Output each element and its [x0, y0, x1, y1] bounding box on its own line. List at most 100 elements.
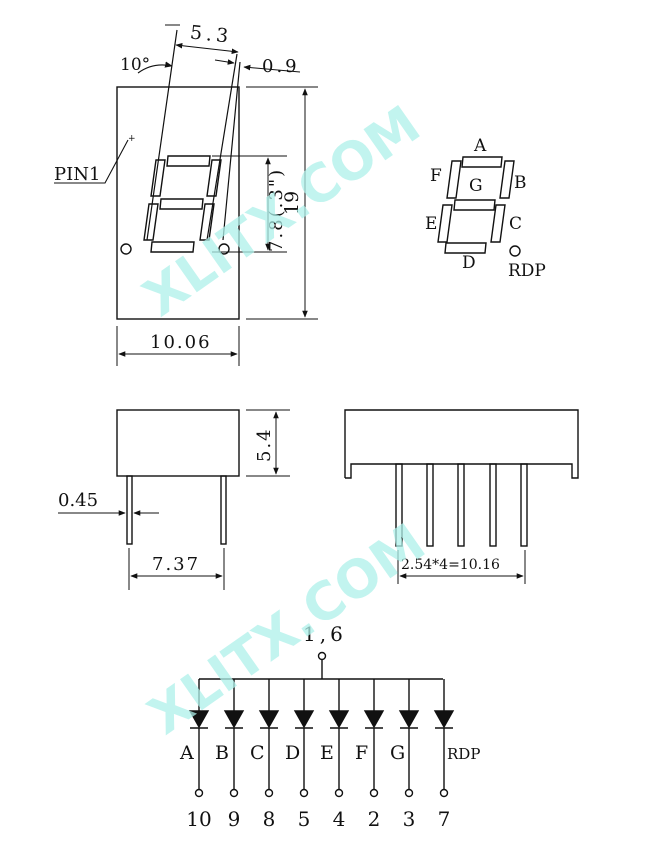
common-pins-label: 1,6 — [303, 622, 347, 646]
circuit-schematic — [188, 651, 455, 798]
led-diode-icon — [363, 710, 385, 729]
front-view: + — [54, 24, 318, 366]
watermark-layer: XLITX.COM XLITX.COM — [133, 95, 436, 747]
map-label-e: E — [425, 214, 437, 234]
pin-number-label: 3 — [403, 807, 416, 831]
map-segment-c — [490, 204, 506, 243]
pin-terminal — [299, 788, 309, 798]
segment-label: F — [355, 742, 368, 764]
side-pin-right — [220, 475, 227, 545]
circuit-labels: A 10 B 9 C 8 D 5 E 4 F 2 G 3 RDP 7 — [179, 742, 480, 831]
map-label-d: D — [462, 253, 476, 273]
map-segment-f — [446, 160, 462, 199]
front-segment-f — [150, 159, 166, 197]
channel-e — [328, 679, 350, 798]
led-diode-icon — [398, 710, 420, 729]
channel-f — [363, 679, 385, 798]
front-segment-c — [199, 203, 215, 241]
pin-number-label: 10 — [186, 807, 211, 831]
channel-d — [293, 679, 315, 798]
channel-b — [223, 679, 245, 798]
channel-a — [188, 679, 210, 798]
bottom-pin-3 — [457, 463, 465, 547]
segment-label: C — [250, 742, 265, 764]
segment-label: G — [390, 742, 405, 764]
pin-terminal — [334, 788, 344, 798]
pin-terminal — [194, 788, 204, 798]
watermark-bottom: XLITX.COM — [138, 513, 436, 747]
map-label-b: B — [514, 173, 527, 193]
bottom-body-outline — [344, 409, 579, 479]
pin-number-label: 4 — [333, 807, 346, 831]
bottom-pin-5 — [520, 463, 528, 547]
front-segment-b — [206, 159, 222, 197]
circuit-channels — [188, 679, 455, 798]
width-label: 10.06 — [150, 332, 212, 353]
front-segment-a — [166, 155, 211, 167]
display-body-outline — [116, 86, 240, 320]
side-body-outline — [116, 409, 240, 477]
segment-label: A — [179, 742, 194, 764]
map-segment-a — [461, 156, 503, 168]
channel-g — [398, 679, 420, 798]
pin-number-label: 2 — [368, 807, 381, 831]
common-pin-terminal — [317, 651, 327, 661]
digit-height-label: 7.8(.3") — [266, 168, 287, 252]
height-label: 19 — [281, 191, 303, 215]
led-diode-icon — [433, 710, 455, 729]
segment-map — [437, 156, 521, 257]
front-dp-left — [120, 243, 132, 255]
pin-number-label: 7 — [438, 807, 451, 831]
front-segment-d — [150, 241, 195, 253]
map-segment-g — [453, 199, 496, 211]
pin-terminal — [369, 788, 379, 798]
pin-number-label: 9 — [228, 807, 241, 831]
segment-label: B — [215, 742, 229, 764]
map-label-g: G — [469, 176, 483, 196]
pitch-label: 2.54*4=10.16 — [401, 557, 500, 573]
bottom-pin-2 — [426, 463, 434, 547]
map-label-a: A — [473, 136, 487, 156]
pin1-label: PIN1 — [54, 164, 100, 185]
map-dp — [509, 245, 521, 257]
front-dp-right — [218, 243, 230, 255]
body-height-label: 5.4 — [254, 427, 275, 462]
side-view — [58, 409, 290, 590]
segment-label: D — [285, 742, 300, 764]
front-digit-segments — [143, 155, 222, 253]
bottom-pin-4 — [489, 463, 497, 547]
svg-text:+: + — [128, 134, 136, 144]
segment-label: E — [320, 742, 334, 764]
digit-width-label: 5.3 — [189, 21, 233, 47]
led-diode-icon — [328, 710, 350, 729]
map-label-f: F — [430, 166, 442, 186]
pin-terminal — [229, 788, 239, 798]
bottom-view — [344, 409, 579, 584]
led-diode-icon — [223, 710, 245, 729]
map-segment-b — [499, 160, 515, 199]
map-segment-e — [437, 204, 453, 243]
angle-label: 10° — [120, 55, 150, 75]
bottom-pin-1 — [395, 463, 403, 547]
map-label-dp: RDP — [508, 261, 546, 281]
led-diode-icon — [188, 710, 210, 729]
led-diode-icon — [258, 710, 280, 729]
pin-width-label: 0.45 — [58, 490, 98, 511]
offset-label: 0.9 — [262, 56, 300, 77]
watermark-top: XLITX.COM — [133, 95, 431, 329]
pin-terminal — [404, 788, 414, 798]
channel-rdp — [433, 679, 455, 798]
map-label-c: C — [509, 214, 522, 234]
map-segment-d — [444, 242, 487, 254]
led-diode-icon — [293, 710, 315, 729]
segment-label: RDP — [447, 745, 480, 763]
pin-number-label: 8 — [263, 807, 276, 831]
front-segment-g — [159, 198, 204, 210]
pin-number-label: 5 — [298, 807, 311, 831]
channel-c — [258, 679, 280, 798]
front-segment-e — [143, 203, 159, 241]
pin-terminal — [439, 788, 449, 798]
row-spacing-label: 7.37 — [152, 554, 200, 575]
side-pin-left — [126, 475, 133, 545]
